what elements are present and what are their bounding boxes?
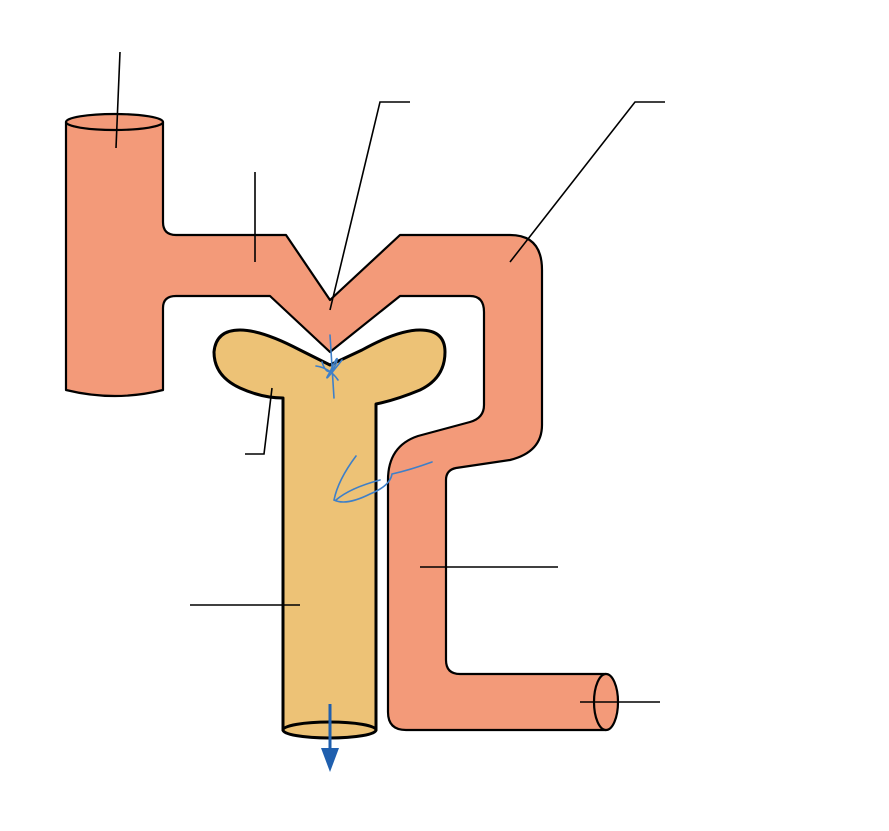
down-arrow-icon [321,704,339,772]
leader-line-capillary [329,101,410,311]
scribble-mark-lower [333,455,433,503]
leader-line-efferent [509,101,665,263]
leader-line-arteriole [115,51,121,149]
leader-line-cup [245,387,273,455]
arteriole-cylinder-top [64,112,165,132]
leader-lines [115,51,665,703]
blood-vessel-body [64,120,608,732]
scribble-mark-upper [315,334,343,399]
tubule-body [212,328,447,732]
